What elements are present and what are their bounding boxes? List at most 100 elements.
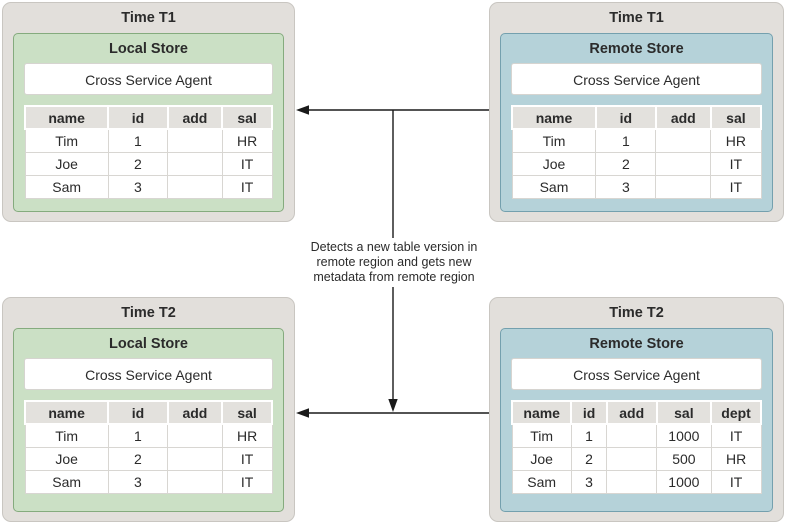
table-cell bbox=[167, 447, 223, 471]
cross-service-agent-box: Cross Service Agent bbox=[24, 63, 273, 95]
table-cell bbox=[167, 152, 223, 176]
arrow-remote-to-local-t2 bbox=[296, 408, 489, 418]
table-cell bbox=[655, 152, 712, 176]
cross-service-agent-box: Cross Service Agent bbox=[511, 63, 762, 95]
table-cell: 2 bbox=[107, 152, 169, 176]
table-cell: Joe bbox=[24, 152, 109, 176]
table-cell: IT bbox=[221, 447, 273, 471]
cross-service-agent-box: Cross Service Agent bbox=[24, 358, 273, 390]
column-header: add bbox=[166, 400, 224, 425]
column-header: dept bbox=[710, 400, 762, 425]
table-cell: 3 bbox=[570, 470, 608, 494]
table-cell: HR bbox=[221, 128, 273, 153]
column-header: id bbox=[107, 105, 169, 130]
table-cell: Sam bbox=[511, 470, 572, 494]
column-header: name bbox=[23, 400, 110, 425]
table-cell: IT bbox=[710, 175, 762, 199]
table-cell: 1 bbox=[107, 423, 169, 448]
time-label: Time T1 bbox=[121, 10, 176, 26]
column-header: sal bbox=[709, 105, 763, 130]
store-label: Remote Store bbox=[589, 41, 684, 57]
annotation-line: metadata from remote region bbox=[313, 270, 475, 284]
annotation-line: remote region and gets new bbox=[316, 255, 472, 269]
column-header: sal bbox=[221, 105, 273, 130]
panel-local-store-t1: Time T1 Local Store Cross Service Agent … bbox=[2, 2, 295, 222]
column-header: name bbox=[511, 105, 597, 130]
table-cell: Tim bbox=[511, 128, 597, 153]
table-cell: HR bbox=[221, 423, 273, 448]
table-cell: Sam bbox=[24, 175, 109, 199]
table-cell bbox=[606, 447, 658, 471]
table-cell: IT bbox=[710, 470, 762, 494]
store-label: Local Store bbox=[109, 41, 188, 57]
table-cell: 2 bbox=[107, 447, 169, 471]
table-cell: HR bbox=[710, 128, 762, 153]
table-cell bbox=[655, 128, 712, 153]
column-header: add bbox=[166, 105, 224, 130]
annotation-line: Detects a new table version in bbox=[310, 240, 478, 254]
time-label: Time T2 bbox=[121, 305, 176, 321]
table-cell bbox=[655, 175, 712, 199]
column-header: sal bbox=[655, 400, 713, 425]
table-cell: IT bbox=[710, 152, 762, 176]
time-label: Time T2 bbox=[609, 305, 664, 321]
table-cell: Joe bbox=[511, 447, 572, 471]
table-cell: 3 bbox=[595, 175, 657, 199]
table-cell: HR bbox=[710, 447, 762, 471]
column-header: id bbox=[570, 400, 608, 425]
table-cell: 500 bbox=[656, 447, 712, 471]
table-cell: Tim bbox=[24, 128, 109, 153]
table-cell: 1 bbox=[107, 128, 169, 153]
cross-service-agent-box: Cross Service Agent bbox=[511, 358, 762, 390]
table-cell: 1 bbox=[570, 423, 608, 448]
arrow-remote-to-local-t1 bbox=[296, 105, 489, 115]
store-label: Local Store bbox=[109, 336, 188, 352]
table-cell: Joe bbox=[511, 152, 597, 176]
table-cell: IT bbox=[221, 152, 273, 176]
table-cell: IT bbox=[221, 175, 273, 199]
table-cell bbox=[167, 470, 223, 494]
table-cell: IT bbox=[221, 470, 273, 494]
table-cell bbox=[167, 128, 223, 153]
panel-remote-store-t2: Time T2 Remote Store Cross Service Agent… bbox=[489, 297, 784, 522]
time-label: Time T1 bbox=[609, 10, 664, 26]
table-cell bbox=[167, 175, 223, 199]
table-cell bbox=[167, 423, 223, 448]
table-cell: 1000 bbox=[656, 470, 712, 494]
column-header: add bbox=[654, 105, 712, 130]
table-cell: 3 bbox=[107, 175, 169, 199]
table-cell: 2 bbox=[570, 447, 608, 471]
table-cell: 3 bbox=[107, 470, 169, 494]
table-cell: Sam bbox=[511, 175, 597, 199]
table-cell bbox=[606, 470, 658, 494]
table-cell: Tim bbox=[511, 423, 572, 448]
panel-local-store-t2: Time T2 Local Store Cross Service Agent … bbox=[2, 297, 295, 522]
table-cell: 1000 bbox=[656, 423, 712, 448]
table-cell bbox=[606, 423, 658, 448]
column-header: name bbox=[23, 105, 110, 130]
column-header: sal bbox=[221, 400, 273, 425]
table-cell: 1 bbox=[595, 128, 657, 153]
